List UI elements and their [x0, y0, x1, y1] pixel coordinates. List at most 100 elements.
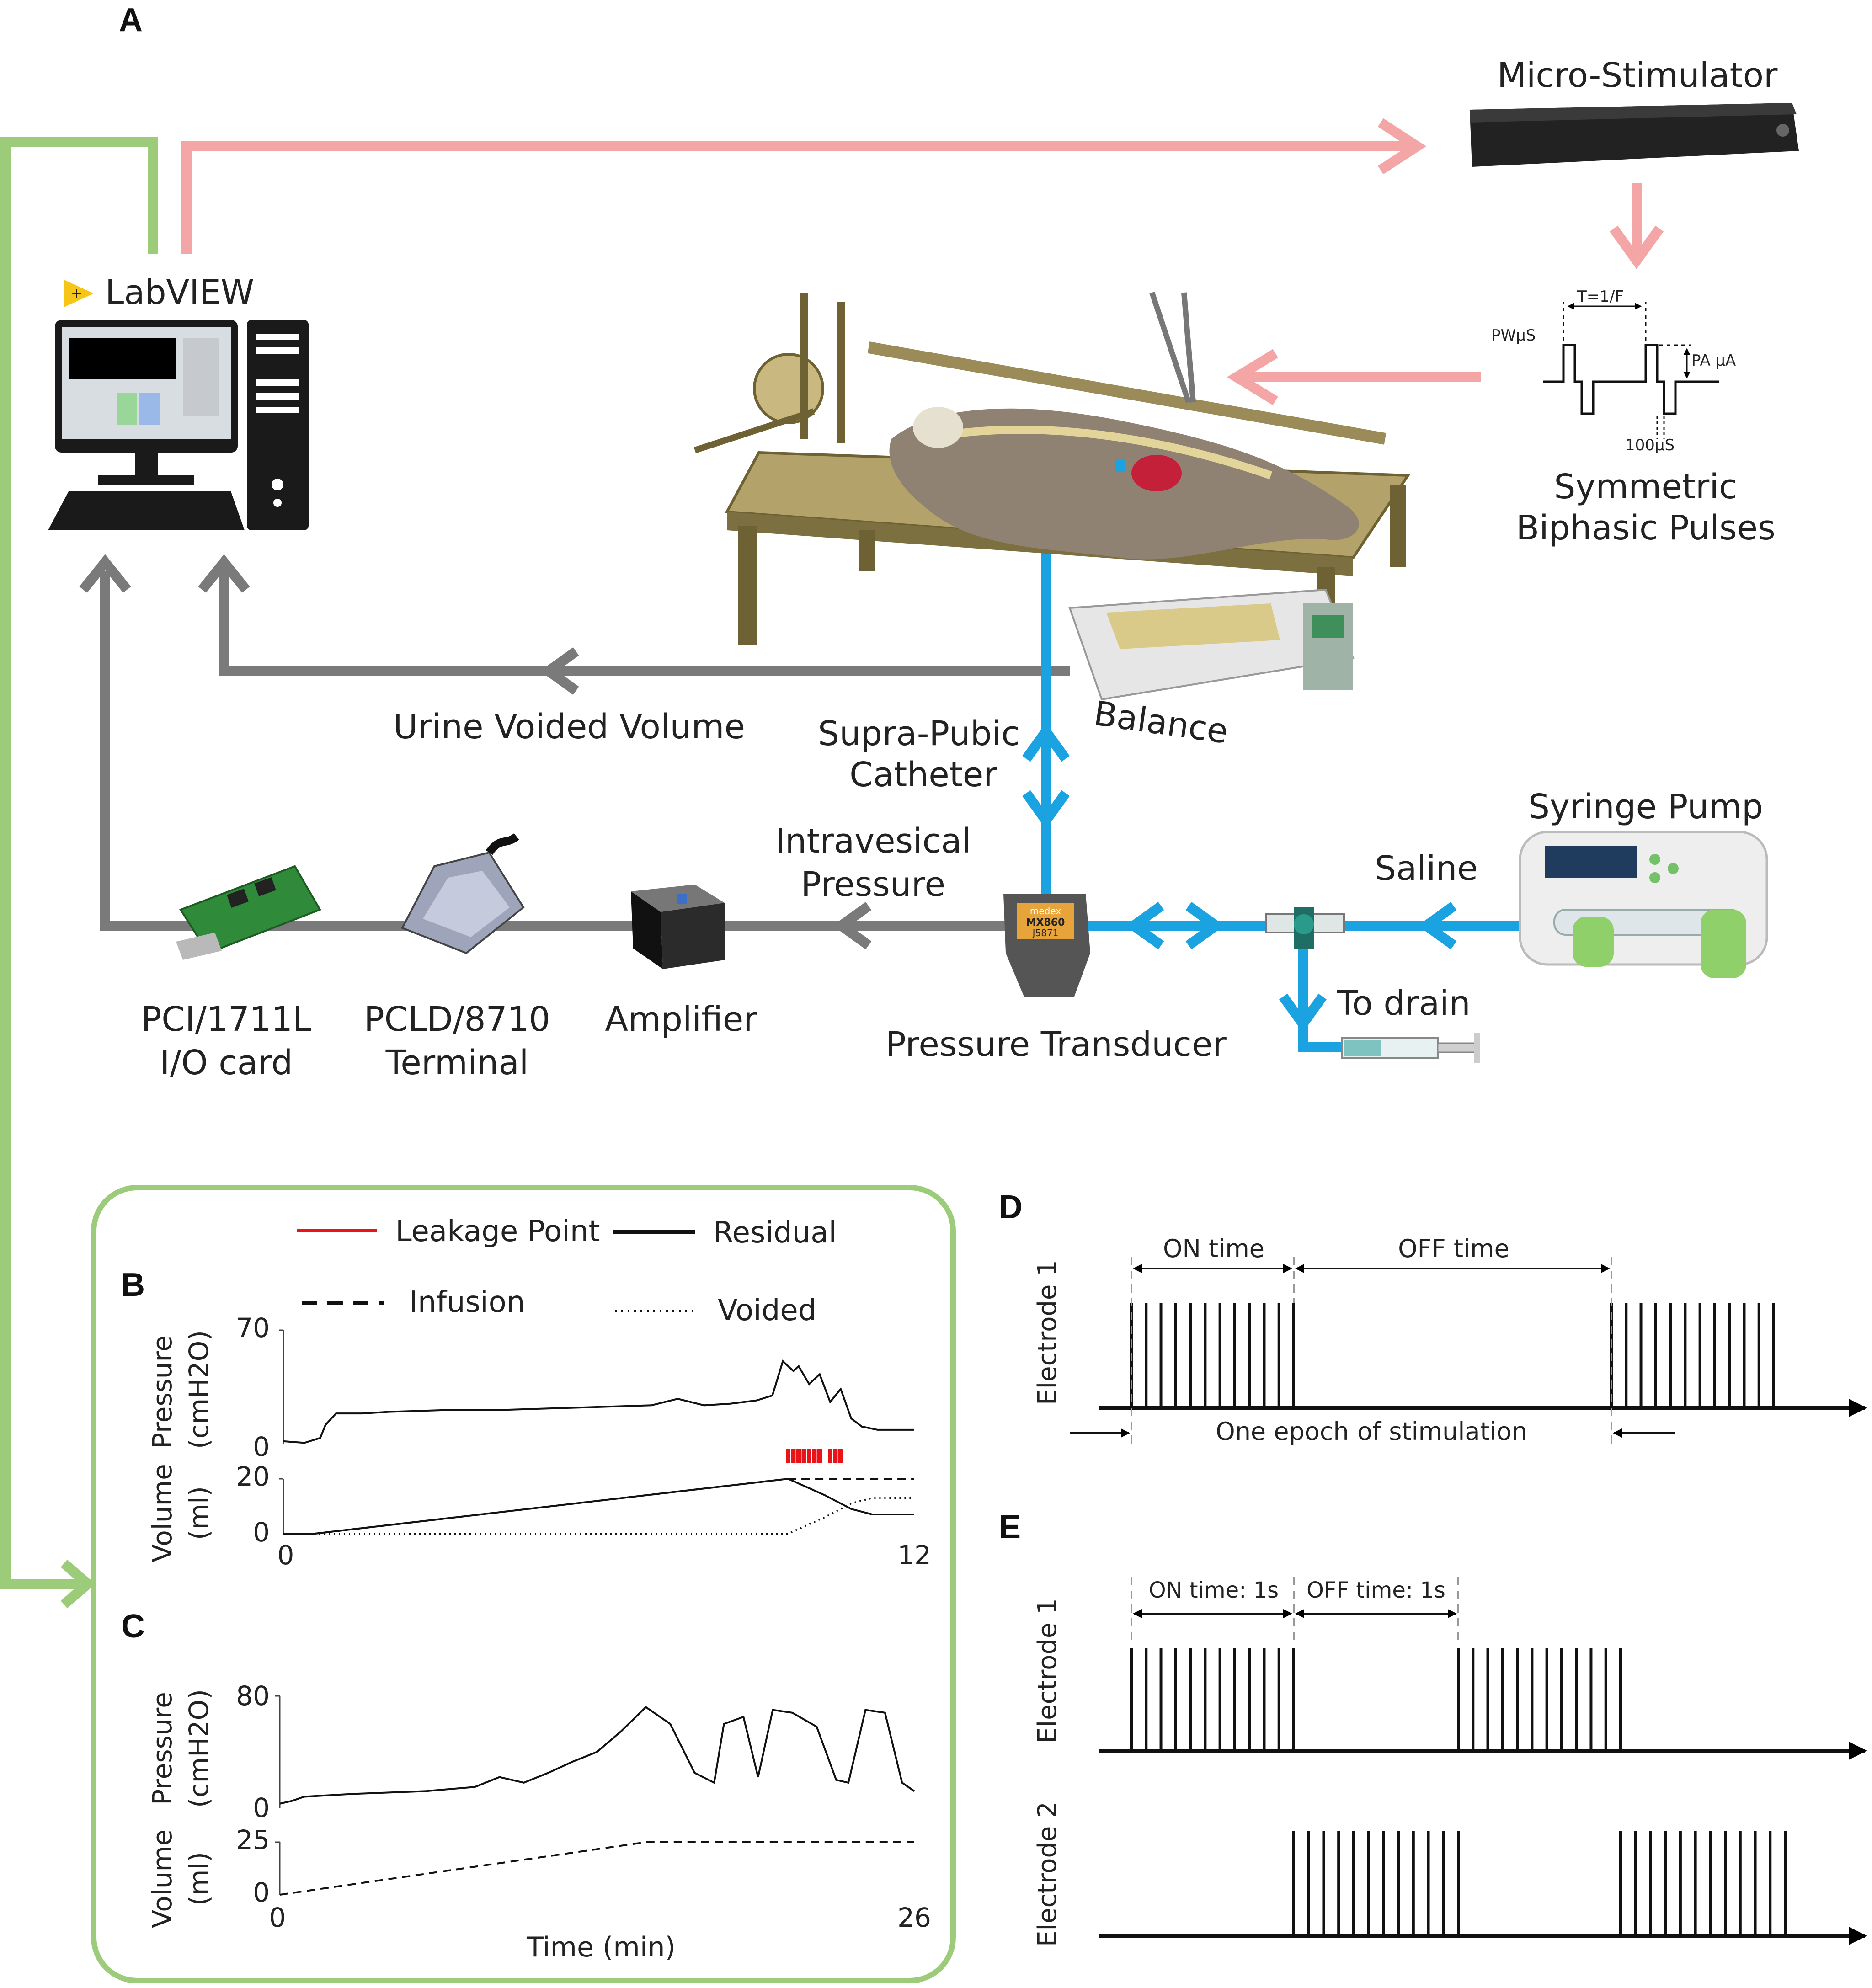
transducer-brand: medex [1030, 906, 1061, 917]
io-card-label-line2: I/O card [160, 1043, 293, 1082]
blue-arrow-right [1185, 902, 1225, 949]
chart-b-volume-ylabel-1: Volume [147, 1464, 178, 1562]
blue-catheter-arrow-down [1022, 790, 1070, 829]
pulse-diagram [1543, 302, 1719, 439]
suprapubic-label-line2: Catheter [849, 755, 997, 794]
green-control-path [0, 137, 158, 1589]
pulse-period-label: T=1/F [1577, 288, 1624, 306]
saline-label: Saline [1375, 849, 1478, 888]
micro-stimulator-label: Micro-Stimulator [1497, 56, 1778, 95]
chart-c-xtick-max: 26 [897, 1902, 931, 1933]
panel-e-electrode2-label: Electrode 2 [1033, 1801, 1062, 1947]
results-box [91, 1185, 956, 1983]
terminal-board-icon [401, 833, 525, 954]
chart-b-leak-mark [796, 1449, 801, 1463]
gray-volume-arrow-mid [540, 647, 579, 695]
gray-volume-path [219, 571, 1070, 676]
chart-b-leak-mark [807, 1449, 811, 1463]
chart-b-volume-series-voided [283, 1497, 914, 1535]
chart-b-pressure-ylabel-1: Pressure [147, 1335, 178, 1449]
chart-c-volume-ytick-max: 25 [236, 1824, 270, 1855]
panel-label-d: D [999, 1189, 1023, 1226]
panel-label-e: E [999, 1509, 1021, 1546]
red-stim-path [181, 141, 1408, 254]
terminal-label-line1: PCLD/8710 [364, 1000, 550, 1039]
chart-c-pressure-ytick-min: 0 [253, 1792, 270, 1823]
blue-arrow-left [1125, 902, 1164, 949]
stereotaxic-table-illustration [693, 292, 1411, 672]
transducer-model: MX860 [1026, 917, 1065, 928]
amplifier-label: Amplifier [605, 1000, 757, 1039]
chart-b-leak-mark [828, 1449, 832, 1463]
red-arrowhead-left [1227, 349, 1278, 405]
chart-b-leak-mark [838, 1449, 843, 1463]
chart-c-volume-ylabel-2: (ml) [183, 1852, 214, 1906]
intravesical-label-line1: Intravesical [775, 821, 971, 861]
urine-voided-volume-label: Urine Voided Volume [393, 707, 745, 746]
pulses-title-line2: Biphasic Pulses [1516, 508, 1775, 548]
balance-illustration [1068, 588, 1355, 701]
chart-c-volume-ytick-min: 0 [253, 1877, 270, 1908]
chart-b-pressure-series [283, 1359, 914, 1444]
stopcock-icon [1265, 907, 1345, 949]
green-arrowhead [60, 1559, 96, 1609]
chart-b-leak-mark [801, 1449, 806, 1463]
gray-volume-arrowhead-up [198, 554, 250, 593]
blue-drain-line [1298, 933, 1344, 1052]
transducer-code: J5871 [1032, 927, 1059, 938]
chart-b-pressure-ytick-min: 0 [253, 1431, 270, 1462]
panel-d-electrode-label: Electrode 1 [1033, 1260, 1062, 1405]
panel-label-b: B [121, 1267, 145, 1303]
chart-c-pressure-ytick-max: 80 [236, 1680, 270, 1711]
labview-logo-icon [64, 280, 94, 307]
panel-d-epoch-label-1: One epoch [1216, 1417, 1349, 1446]
panel-d-epoch-label-2: of stimulation [1357, 1417, 1527, 1446]
terminal-label-line2: Terminal [385, 1043, 529, 1082]
blue-drain-arrow [1279, 993, 1327, 1033]
amplifier-icon [631, 885, 725, 969]
intravesical-label-line2: Pressure [801, 865, 945, 904]
legend: Leakage Point Residual Infusion Voided [297, 1215, 837, 1327]
panel-e-on-time-label: ON time: 1s [1149, 1578, 1279, 1603]
panel-e-electrode1-label: Electrode 1 [1033, 1598, 1062, 1743]
chart-c-pressure-ylabel-1: Pressure [147, 1692, 178, 1805]
panel-e-off-time-label: OFF time: 1s [1307, 1578, 1445, 1603]
panel-d-off-time-label: OFF time [1398, 1234, 1509, 1263]
balance-label: Balance [1091, 694, 1230, 751]
chart-b: Pressure (cmH2O) Volume (ml) 70 0 20 0 0… [147, 1312, 931, 1571]
chart-c-pressure-ylabel-2: (cmH2O) [183, 1689, 214, 1808]
svg-text:+: + [71, 286, 82, 302]
chart-b-leak-mark [833, 1449, 838, 1463]
pressure-transducer-icon: medex MX860 J5871 [1003, 894, 1090, 997]
red-arrowhead-right [1378, 118, 1427, 175]
labview-label: LabVIEW [105, 273, 254, 312]
legend-residual-label: Residual [713, 1216, 837, 1250]
micro-stimulator: Micro-Stimulator [1470, 56, 1799, 167]
gray-pressure-arrow-mid [832, 902, 872, 949]
chart-c-pressure-series [279, 1706, 915, 1805]
chart-b-volume-ytick-min: 0 [253, 1517, 270, 1548]
chart-c-xlabel: Time (min) [526, 1931, 676, 1963]
syringe-pump-label: Syringe Pump [1528, 787, 1763, 826]
labview-computer: + LabVIEW [48, 273, 309, 530]
gray-pressure-arrowhead-up [79, 554, 131, 593]
chart-c-volume-ylabel-1: Volume [147, 1829, 178, 1928]
io-card-label-line1: PCI/1711L [141, 1000, 312, 1039]
tower-icon [247, 320, 309, 530]
syringe-pump-illustration: Syringe Pump [1519, 787, 1768, 978]
legend-leakage-label: Leakage Point [395, 1215, 600, 1248]
panel-label-a: A [119, 2, 143, 38]
chart-b-leak-mark [791, 1449, 796, 1463]
pulses-title-line1: Symmetric [1554, 467, 1737, 506]
chart-c: Pressure (cmH2O) Volume (ml) 80 0 25 0 0… [147, 1680, 931, 1963]
panel-label-c: C [121, 1608, 145, 1645]
pulse-gap-label: 100μS [1625, 436, 1675, 454]
pressure-transducer-label: Pressure Transducer [885, 1025, 1227, 1064]
cat-illustration [889, 408, 1359, 560]
pulse-amplitude-label: PA μA [1691, 352, 1736, 370]
blue-saline-arrow [1418, 902, 1457, 949]
chart-b-pressure-ytick-max: 70 [236, 1312, 270, 1343]
drain-syringe-icon [1341, 1033, 1480, 1063]
chart-b-leak-mark [786, 1449, 790, 1463]
